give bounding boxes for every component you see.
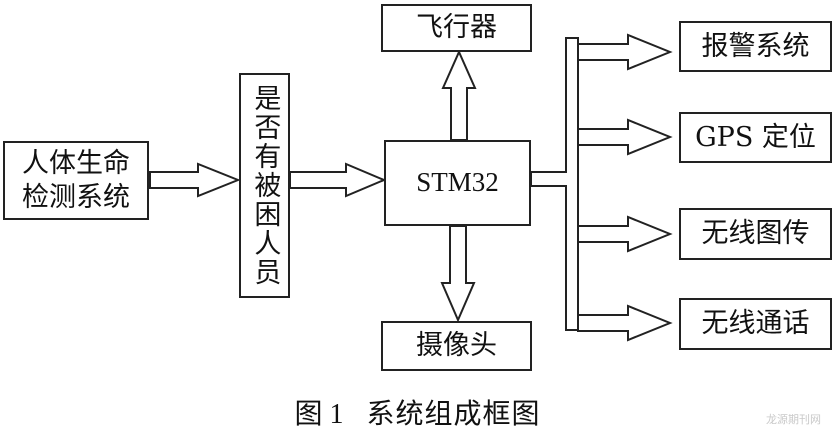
output-bus bbox=[530, 37, 579, 331]
caption-title: 系统组成框图 bbox=[366, 397, 541, 430]
camera-label: 摄像头 bbox=[416, 330, 497, 362]
arrow-mcu-to-aircraft bbox=[441, 49, 477, 141]
alarm-system-label: 报警系统 bbox=[701, 30, 810, 62]
arrow-bus-to-call bbox=[577, 304, 673, 342]
caption-figure-word: 图 bbox=[294, 397, 324, 430]
wireless-video-label: 无线图传 bbox=[701, 218, 810, 250]
arrow-mcu-to-camera bbox=[440, 225, 476, 323]
gps-block: GPS 定位 bbox=[679, 112, 832, 163]
wireless-call-label: 无线通话 bbox=[701, 308, 810, 340]
watermark: 龙源期刊网 bbox=[766, 413, 821, 426]
stm32-block: STM32 bbox=[384, 140, 531, 226]
human-detection-block: 人体生命 检测系统 bbox=[3, 141, 149, 220]
caption-figure-number: 1 bbox=[329, 399, 345, 430]
aircraft-label: 飞行器 bbox=[416, 12, 497, 44]
stm32-label: STM32 bbox=[416, 167, 499, 198]
camera-block: 摄像头 bbox=[381, 321, 532, 371]
arrow-bus-to-alarm bbox=[577, 33, 673, 71]
alarm-system-block: 报警系统 bbox=[679, 21, 832, 72]
human-detection-label: 人体生命 检测系统 bbox=[22, 147, 130, 213]
trapped-person-check-label: 是否有被困人员 bbox=[249, 84, 281, 287]
arrow-detect-to-check bbox=[149, 162, 241, 198]
wireless-call-block: 无线通话 bbox=[679, 298, 832, 350]
gps-label: GPS 定位 bbox=[695, 121, 816, 153]
aircraft-block: 飞行器 bbox=[381, 4, 532, 52]
arrow-bus-to-gps bbox=[577, 118, 673, 156]
arrow-bus-to-video bbox=[577, 215, 673, 253]
trapped-person-check-block: 是否有被困人员 bbox=[239, 73, 290, 298]
arrow-check-to-mcu bbox=[289, 162, 387, 198]
wireless-video-block: 无线图传 bbox=[679, 208, 832, 260]
